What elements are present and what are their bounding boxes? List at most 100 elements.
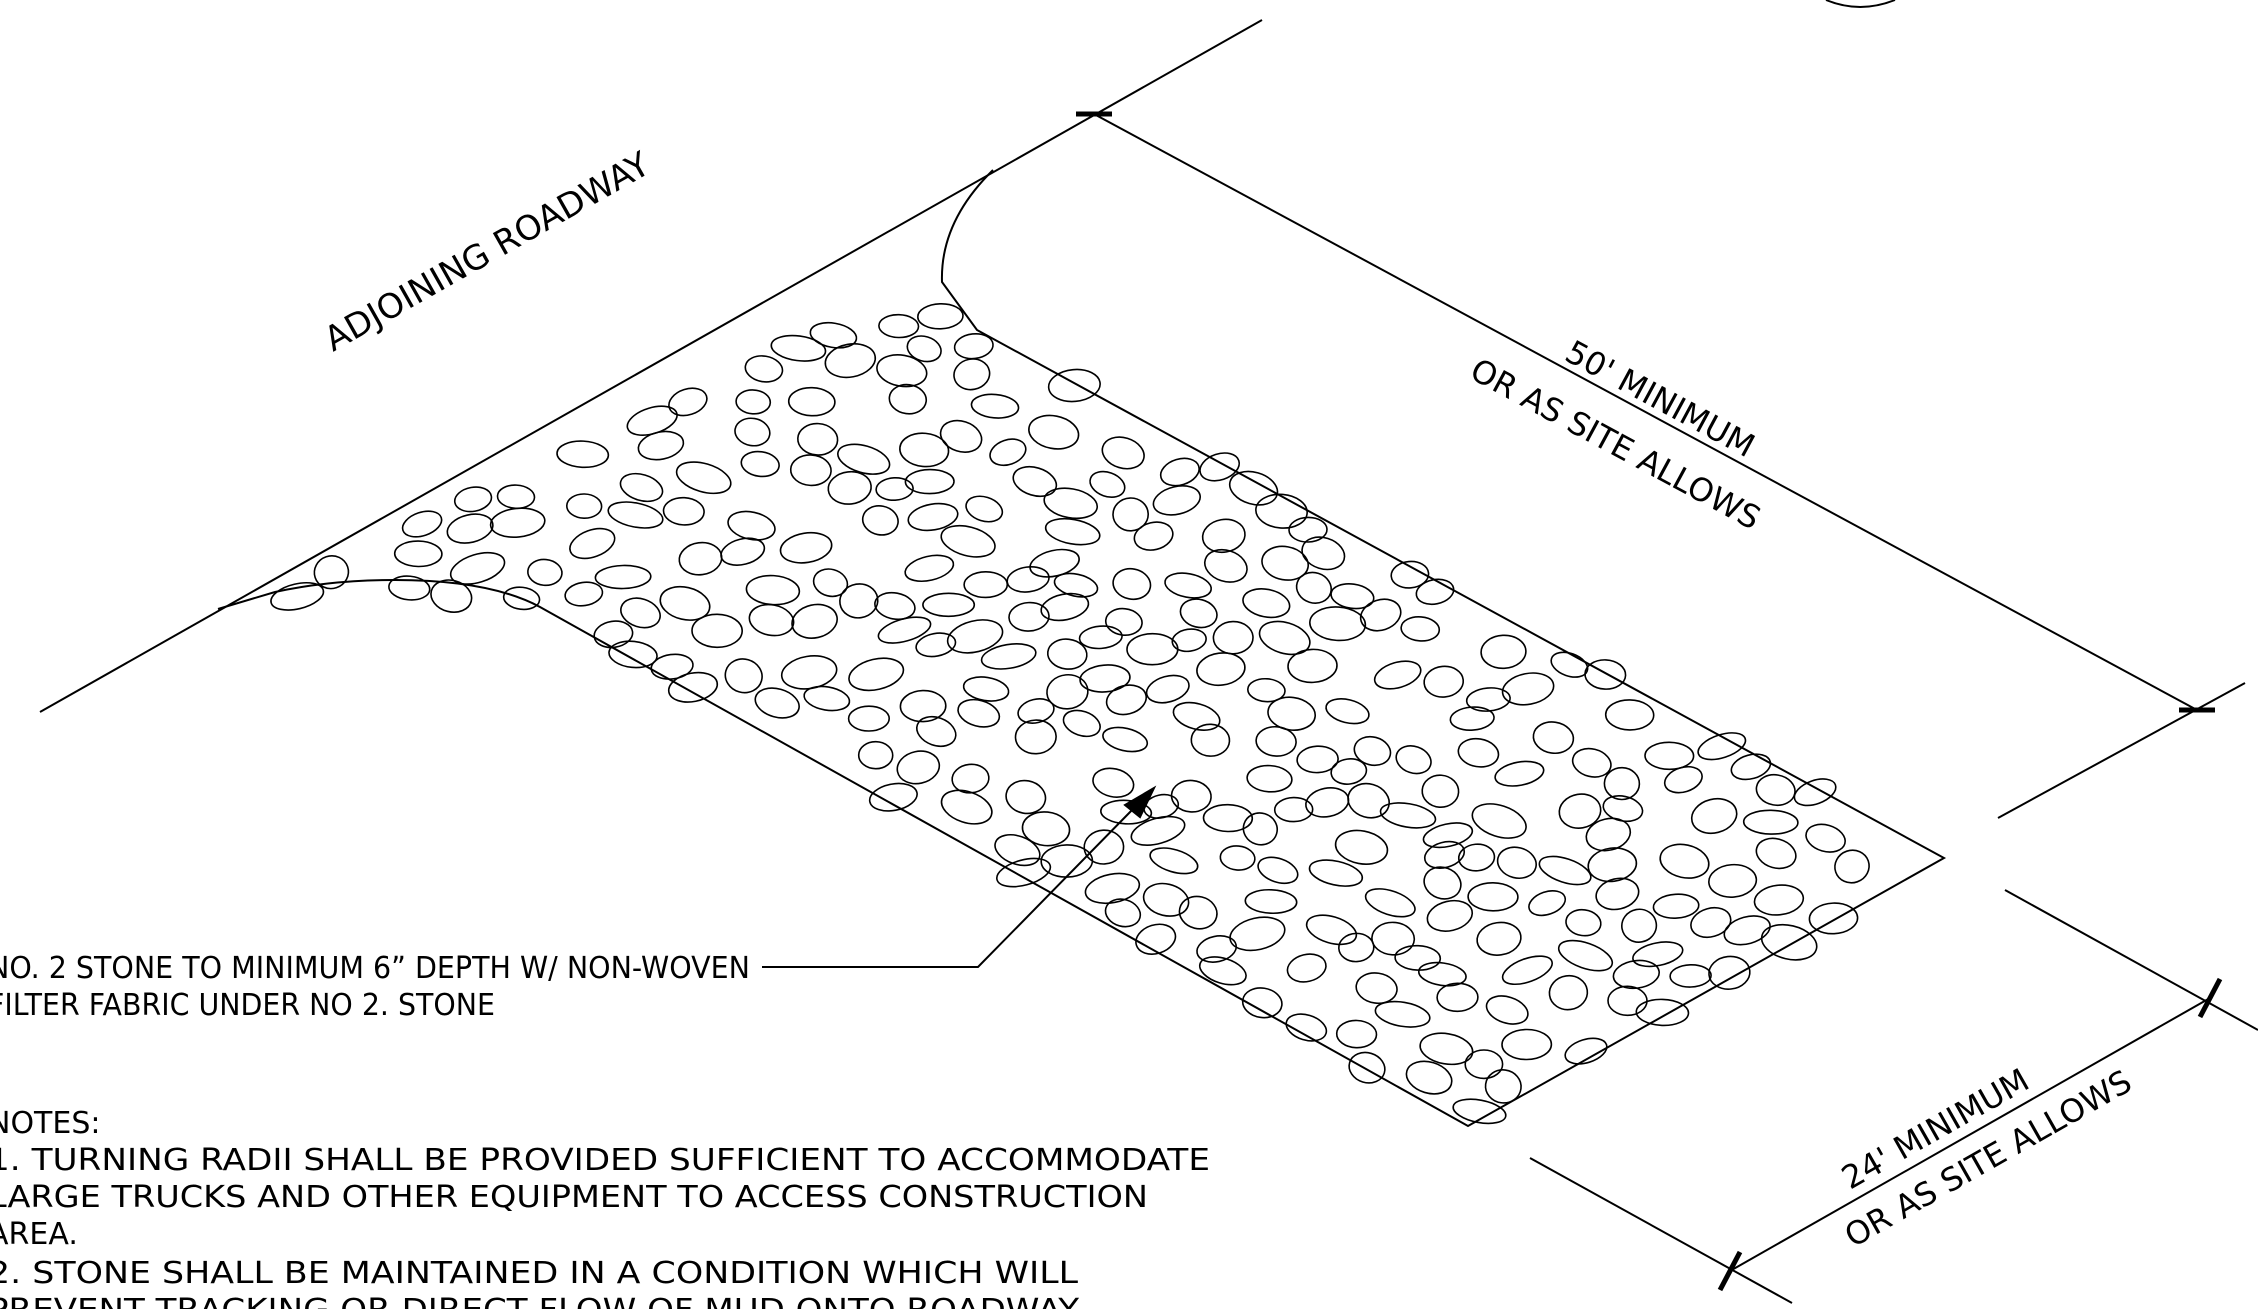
stone	[1355, 972, 1398, 1005]
stone	[1612, 959, 1660, 990]
detail-circle-fragment	[1825, 0, 1896, 8]
stone	[678, 541, 723, 576]
notes-heading: NOTES:	[0, 1106, 101, 1141]
stone	[1621, 908, 1658, 943]
stone	[564, 581, 604, 607]
stone	[1697, 732, 1747, 761]
stone	[1501, 1028, 1553, 1061]
stone	[1532, 721, 1575, 755]
stone	[847, 705, 890, 732]
stone	[1421, 774, 1460, 809]
stone	[1557, 939, 1614, 972]
stone	[1295, 571, 1333, 604]
stone	[970, 393, 1020, 419]
stone	[899, 432, 950, 468]
stone	[1190, 723, 1231, 757]
stone	[1373, 660, 1422, 690]
stone	[1047, 368, 1101, 403]
stone	[1669, 963, 1712, 988]
stone	[1305, 787, 1350, 818]
stone	[1659, 843, 1710, 879]
stone	[1528, 890, 1567, 917]
stone	[607, 501, 664, 529]
stone	[1105, 684, 1147, 716]
stone	[1012, 465, 1058, 498]
stone	[1484, 1069, 1522, 1104]
stone	[1587, 847, 1638, 883]
stone	[939, 419, 983, 453]
stone	[1287, 648, 1338, 684]
stone	[1079, 664, 1131, 693]
stone	[748, 603, 795, 637]
stone	[827, 470, 872, 505]
stone	[1133, 521, 1174, 551]
stone	[1663, 765, 1703, 794]
stone	[1198, 956, 1247, 986]
stone	[1104, 607, 1143, 636]
stone	[953, 332, 994, 360]
stone	[1145, 674, 1190, 704]
stone	[744, 355, 784, 383]
stone	[904, 554, 955, 583]
stone	[1084, 872, 1141, 905]
stone	[388, 575, 431, 601]
stone	[848, 657, 905, 692]
stone	[907, 502, 959, 532]
width-dim-extension-bottom	[1529, 1157, 1793, 1304]
stone	[1159, 457, 1200, 487]
stone	[1006, 565, 1050, 593]
stone	[313, 555, 350, 590]
stone	[861, 505, 899, 536]
stone	[1464, 1049, 1504, 1080]
stone	[1690, 797, 1738, 835]
stone	[1170, 779, 1212, 813]
stone	[1755, 837, 1797, 870]
length-dim-extension-line	[1997, 682, 2246, 819]
stone	[745, 574, 801, 606]
stone	[1496, 846, 1537, 880]
stone	[735, 389, 772, 415]
stone	[1244, 888, 1298, 915]
stone	[1501, 672, 1555, 706]
stone	[1078, 625, 1123, 650]
stone	[1102, 726, 1149, 753]
stone	[1273, 796, 1314, 823]
stone	[1584, 659, 1627, 690]
stone	[1371, 921, 1416, 956]
stone	[994, 833, 1041, 867]
stone	[430, 579, 473, 613]
stone	[1046, 638, 1088, 670]
stone	[556, 440, 610, 469]
stone	[1708, 863, 1758, 898]
stone	[1246, 764, 1293, 793]
stone	[566, 493, 603, 520]
stone	[527, 558, 563, 587]
stone	[1422, 822, 1474, 849]
stone	[896, 750, 941, 785]
stone	[1632, 941, 1684, 968]
stone	[857, 740, 894, 770]
stone	[1008, 601, 1050, 632]
stone	[940, 524, 996, 558]
stone	[620, 597, 661, 629]
stone	[1465, 687, 1511, 712]
stone	[1143, 793, 1180, 819]
stone	[650, 653, 694, 680]
stone	[1104, 898, 1142, 928]
stone	[1219, 845, 1256, 871]
stone	[1046, 673, 1089, 710]
note-line-1: 1. TURNING RADII SHALL BE PROVIDED SUFFI…	[0, 1143, 1210, 1178]
stone	[1805, 823, 1846, 853]
stone	[1585, 817, 1632, 852]
stone	[899, 689, 947, 723]
stone	[1199, 452, 1241, 482]
stone	[1255, 493, 1308, 529]
stone	[1338, 932, 1375, 963]
stone	[1196, 652, 1246, 687]
stone	[1571, 747, 1612, 778]
stone	[996, 857, 1052, 888]
stone	[1457, 843, 1496, 872]
stone	[1040, 592, 1090, 622]
stone	[1164, 572, 1213, 599]
stone	[797, 422, 839, 456]
